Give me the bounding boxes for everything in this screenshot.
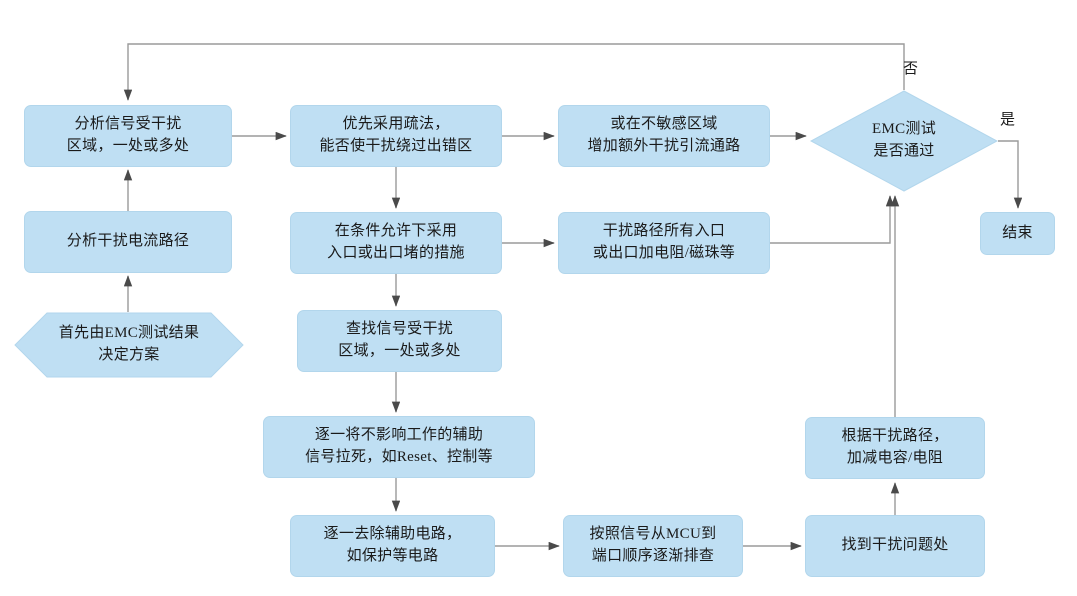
node-add-resistor-bead-label: 干扰路径所有入口 或出口加电阻/磁珠等: [592, 223, 736, 261]
node-start[interactable]: 首先由EMC测试结果 决定方案: [14, 312, 244, 378]
node-emc-test-pass[interactable]: EMC测试 是否通过: [810, 90, 998, 192]
node-emc-test-pass-label: EMC测试 是否通过: [871, 121, 936, 159]
node-prefer-diversion-label: 优先采用疏法， 能否使干扰绕过出错区: [319, 116, 473, 154]
node-find-signal-area[interactable]: 查找信号受干扰 区域，一处或多处: [297, 310, 502, 372]
node-found-problem-label: 找到干扰问题处: [841, 537, 949, 554]
node-end-label: 结束: [1002, 224, 1033, 241]
node-add-resistor-bead[interactable]: 干扰路径所有入口 或出口加电阻/磁珠等: [558, 212, 770, 274]
node-analyze-signal-area-label: 分析信号受干扰 区域，一处或多处: [66, 116, 190, 154]
node-block-in-out-label: 在条件允许下采用 入口或出口堵的措施: [327, 223, 465, 261]
node-analyze-current-path-label: 分析干扰电流路径: [66, 233, 190, 250]
node-remove-aux-circuits-label: 逐一去除辅助电路， 如保护等电路: [323, 526, 462, 564]
node-check-mcu-to-port-label: 按照信号从MCU到 端口顺序逐渐排查: [589, 526, 717, 564]
node-found-problem[interactable]: 找到干扰问题处: [805, 515, 985, 577]
edge-label-yes: 是: [1000, 112, 1016, 128]
node-start-label: 首先由EMC测试结果 决定方案: [58, 325, 200, 363]
node-adjust-cap-res-label: 根据干扰路径， 加减电容/电阻: [841, 428, 949, 466]
node-check-mcu-to-port[interactable]: 按照信号从MCU到 端口顺序逐渐排查: [563, 515, 743, 577]
edge-label-no: 否: [903, 61, 919, 77]
edge-add-resistor-bead-to-emc-test-pass: [770, 195, 895, 244]
node-find-signal-area-label: 查找信号受干扰 区域，一处或多处: [338, 321, 461, 359]
diamond-shape-icon: [810, 90, 998, 192]
node-add-extra-path[interactable]: 或在不敏感区域 增加额外干扰引流通路: [558, 105, 770, 167]
node-block-in-out[interactable]: 在条件允许下采用 入口或出口堵的措施: [290, 212, 502, 274]
node-pull-down-aux-label: 逐一将不影响工作的辅助 信号拉死，如Reset、控制等: [305, 427, 493, 465]
edge-emc-test-pass-to-end: [998, 140, 1023, 209]
node-analyze-current-path[interactable]: 分析干扰电流路径: [24, 211, 232, 273]
edge-emc-test-pass-to-analyze-signal-area: [123, 43, 905, 101]
node-add-extra-path-label: 或在不敏感区域 增加额外干扰引流通路: [587, 116, 741, 154]
node-end[interactable]: 结束: [980, 212, 1055, 255]
node-adjust-cap-res[interactable]: 根据干扰路径， 加减电容/电阻: [805, 417, 985, 479]
hexagon-shape-icon: [14, 312, 244, 378]
node-pull-down-aux[interactable]: 逐一将不影响工作的辅助 信号拉死，如Reset、控制等: [263, 416, 535, 478]
node-analyze-signal-area[interactable]: 分析信号受干扰 区域，一处或多处: [24, 105, 232, 167]
node-remove-aux-circuits[interactable]: 逐一去除辅助电路， 如保护等电路: [290, 515, 495, 577]
node-prefer-diversion[interactable]: 优先采用疏法， 能否使干扰绕过出错区: [290, 105, 502, 167]
